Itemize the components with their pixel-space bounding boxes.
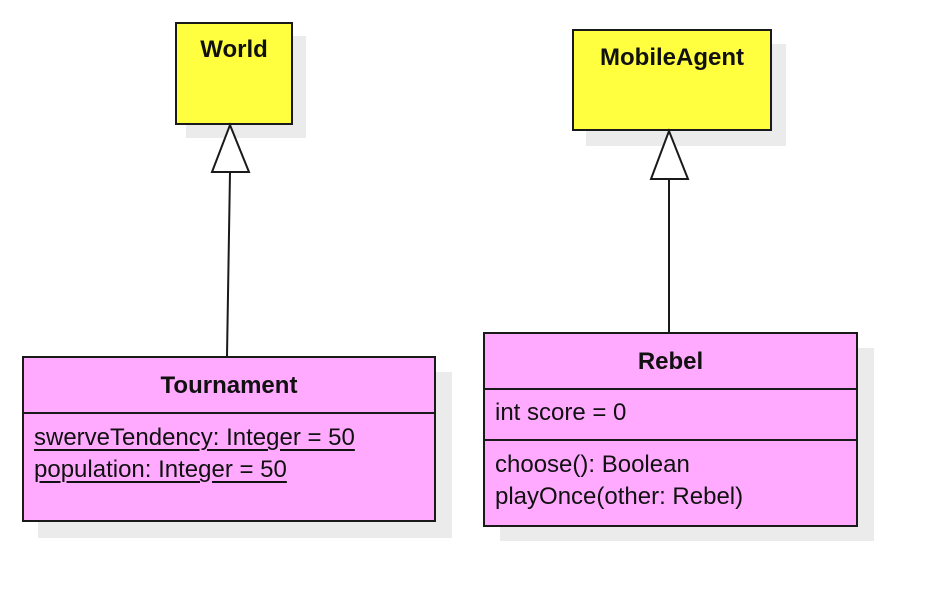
generalization-line: [226, 171, 231, 357]
rebel-operation: choose(): Boolean: [495, 451, 690, 478]
tournament-attribute: population: Integer = 50: [34, 456, 287, 483]
tournament-class-name: Tournament: [160, 372, 298, 399]
inheritance-arrowhead-icon: [649, 128, 690, 180]
world-class[interactable]: World: [175, 22, 293, 125]
tournament-attribute: swerveTendency: Integer = 50: [34, 424, 355, 451]
world-class-name: World: [200, 36, 268, 63]
rebel-divider-operations: [485, 439, 856, 441]
tournament-divider: [24, 412, 434, 414]
rebel-attributes: int score = 0: [485, 397, 856, 429]
generalization-rebel-mobileagent: [649, 128, 690, 332]
rebel-operation: playOnce(other: Rebel): [495, 483, 744, 510]
rebel-divider-attributes: [485, 388, 856, 390]
mobile-agent-class-name: MobileAgent: [600, 44, 744, 71]
rebel-class[interactable]: Rebel int score = 0 choose(): Boolean pl…: [483, 332, 858, 527]
rebel-class-name: Rebel: [637, 348, 704, 375]
tournament-class[interactable]: Tournament swerveTendency: Integer = 50 …: [22, 356, 436, 522]
generalization-tournament-world: [210, 122, 251, 357]
mobile-agent-class[interactable]: MobileAgent: [572, 29, 772, 131]
rebel-attribute: int score = 0: [495, 399, 627, 426]
tournament-attributes: swerveTendency: Integer = 50 population:…: [24, 422, 434, 486]
rebel-operations: choose(): Boolean playOnce(other: Rebel): [485, 449, 856, 513]
inheritance-arrowhead-icon: [210, 122, 251, 173]
